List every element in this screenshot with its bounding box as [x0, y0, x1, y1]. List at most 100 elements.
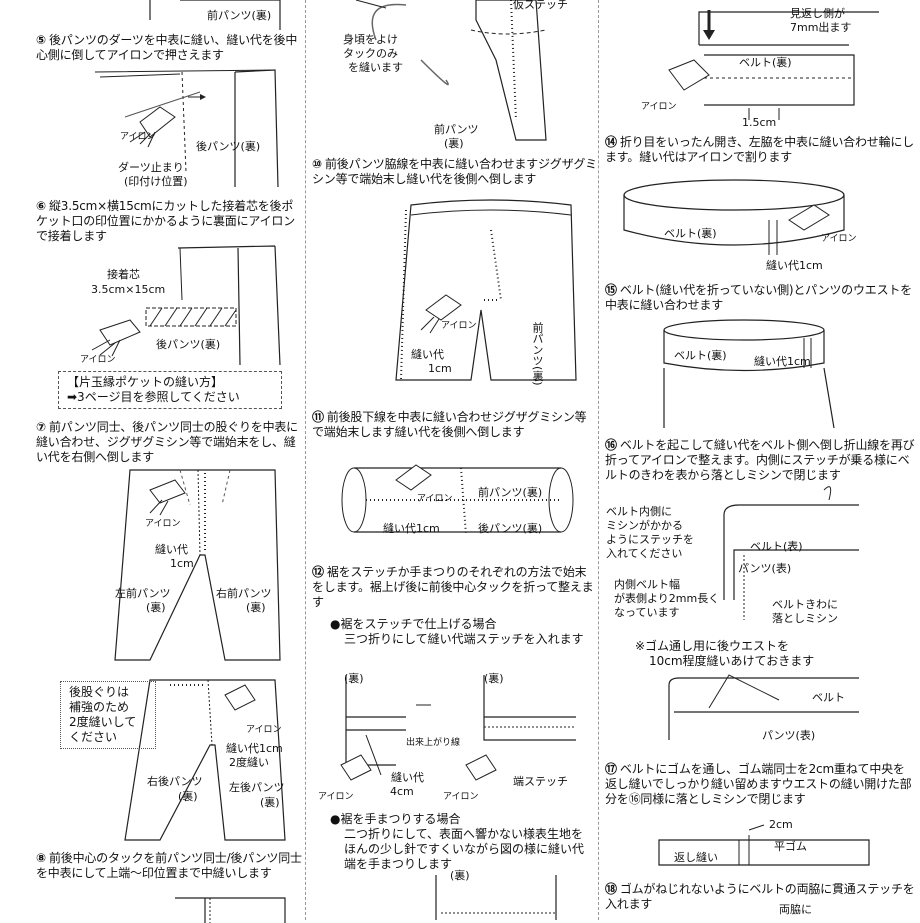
belt-attach-illustration	[599, 318, 920, 428]
double-stitch-label: 2度縫い	[229, 756, 269, 769]
front-pants-sub: (裏)	[444, 137, 464, 150]
reinforce-line: 後股ぐりは	[69, 685, 147, 700]
inner-stitch-label-2: ミシンがかかる	[606, 519, 683, 532]
belt-ring-illustration	[599, 170, 920, 270]
top-front-pants-label: 前パンツ(裏)	[207, 9, 271, 22]
belt-width-label-3: なっています	[614, 606, 679, 619]
left-back-sub: (裏)	[260, 796, 280, 809]
front-pants-label: 前パンツ	[434, 123, 479, 136]
iron-label: アイロン	[443, 791, 479, 804]
inner-stitch-label-3: ようにステッチを	[606, 533, 694, 546]
step-text: 縦3.5cm×横15cmにカットした接着芯を後ポケット口の印位置にかかるように裏…	[36, 199, 295, 243]
seam-allowance-label: 縫い代1cm	[226, 742, 283, 755]
iron-label: アイロン	[417, 493, 453, 506]
step-text: ベルトにゴムを通し、ゴム端同士を2cm重ねて中央を返し縫いでしっかり縫い留めます…	[605, 762, 911, 806]
step-number: ⑱	[605, 882, 617, 896]
belt-label: ベルト(裏)	[739, 56, 792, 69]
step-number: ⑮	[605, 283, 617, 297]
tuck-illustration	[0, 893, 305, 923]
iron-label: アイロン	[246, 724, 282, 737]
step-text: 前後中心のタックを前パンツ同士/後パンツ同士を中表にして上端〜印位置まで中縫いし…	[36, 851, 302, 880]
reinforce-line: 2度縫いして	[69, 715, 147, 730]
edge-stitch-label: 端ステッチ	[513, 775, 568, 788]
edge-stitch-label-2: 落としミシン	[772, 612, 838, 625]
inner-stitch-label-4: 入れてください	[606, 547, 682, 560]
step-number: ⑩	[312, 157, 322, 171]
back-pants-label: 後パンツ(裏)	[478, 522, 542, 535]
step-number: ⑪	[312, 410, 324, 424]
iron-label: アイロン	[120, 131, 156, 144]
step-number: ⑤	[36, 33, 46, 47]
step-number: ⑦	[36, 420, 46, 434]
pocket-note-ref: ➡3ページ目を参照してください	[67, 390, 273, 405]
hem-stitch-body: 三つ折りにして縫い代端ステッチを入れます	[330, 632, 592, 647]
belt-width-label: 内側ベルト幅	[614, 578, 680, 591]
interfacing-label: 接着芯	[107, 268, 140, 281]
reinforce-note: 後股ぐりは 補強のため 2度縫いして ください	[60, 681, 156, 749]
belt-width-label-2: が表側より2mm長く	[614, 592, 719, 605]
step-number: ⑯	[605, 438, 617, 452]
step-text: ゴムがねじれないようにベルトの両脇に貫通ステッチを入れます	[605, 882, 915, 911]
side-seam-illustration	[306, 200, 598, 400]
column-middle: 仮ステッチ 身頃をよけ タックのみ を縫います 前パンツ (裏) ⑩前後パンツ脇…	[306, 0, 598, 920]
pants-label: パンツ(表)	[738, 562, 791, 575]
right-front-sub: (裏)	[246, 601, 266, 614]
reinforce-line: 補強のため	[69, 700, 147, 715]
belt-label: ベルト(裏)	[664, 227, 717, 240]
step-8: ⑧前後中心のタックを前パンツ同士/後パンツ同士を中表にして上端〜印位置まで中縫い…	[36, 851, 304, 881]
back-pants-label: 後パンツ(裏)	[196, 140, 260, 153]
pants-label: パンツ(表)	[762, 729, 815, 742]
front-pants-vertical-label: 前パンツ(裏)	[531, 322, 544, 386]
dart-end-label: ダーツ止まり	[118, 161, 184, 174]
iron-label: アイロン	[318, 791, 354, 804]
step-number: ⑰	[605, 762, 617, 776]
left-back-label: 左後パンツ	[229, 781, 285, 794]
right-back-label: 右後パンツ	[147, 775, 203, 788]
basting-label: 仮ステッチ	[513, 0, 568, 11]
backstitch-label: 返し縫い	[674, 851, 718, 864]
edge-stitch-label: ベルトきわに	[772, 598, 838, 611]
rubber-note-2: 10cm程度縫いあけておきます	[649, 655, 814, 668]
left-front-label: 左前パンツ	[115, 587, 171, 600]
back-pants-label: 後パンツ(裏)	[156, 338, 220, 351]
seam-allowance-label: 縫い代1cm	[754, 355, 811, 368]
hem-handsew-method: ●裾を手まつりする場合 二つ折りにして、表面へ響かない様表生地をほんの少し針です…	[330, 812, 592, 872]
step-7: ⑦前パンツ同士、後パンツ同士の股ぐりを中表に縫い合わせ、ジグザグミシン等で端始末…	[36, 420, 304, 465]
pocket-note-title: 【片玉縁ポケットの縫い方】	[67, 375, 273, 390]
step-number: ⑫	[312, 565, 324, 579]
front-crotch-illustration	[0, 465, 305, 665]
rubber-note: ※ゴム通し用に後ウエストを	[635, 640, 789, 653]
inner-stitch-label: ベルト内側に	[606, 505, 672, 518]
iron-label: アイロン	[80, 354, 116, 367]
step-text: 前パンツ同士、後パンツ同士の股ぐりを中表に縫い合わせ、ジグザグミシン等で端始末を…	[36, 420, 298, 464]
step-number: ⑧	[36, 851, 46, 865]
belt-label: ベルト(裏)	[674, 349, 727, 362]
step-number: ⑭	[605, 135, 617, 149]
elastic-illustration	[599, 820, 920, 880]
elastic-label: 平ゴム	[774, 840, 807, 853]
hem-handsew-body: 二つ折りにして、表面へ響かない様表生地をほんの少し針ですくいながら図の様に縫い代…	[330, 827, 592, 872]
wrong-side-label: (裏)	[484, 672, 504, 685]
seam-allowance-value: 1cm	[170, 557, 194, 570]
step-number: ⑥	[36, 199, 46, 213]
belt-label: ベルト(表)	[750, 540, 803, 553]
step-text: 折り目をいったん開き、左脇を中表に縫い合わせ輪にします。縫い代はアイロンで割りま…	[605, 135, 914, 164]
belt-label: ベルト	[812, 691, 845, 704]
seam-allowance-value: 1cm	[428, 362, 452, 375]
seam-allowance-value: 4cm	[390, 785, 414, 798]
mark-position-label: (印付け位置)	[124, 175, 188, 188]
step-text: 前後股下線を中表に縫い合わせジグザグミシン等で端始末します縫い代を後側へ倒します	[312, 410, 586, 439]
avoid-label: 身頃をよけ	[343, 33, 398, 46]
hem-handsew-title: ●裾を手まつりする場合	[330, 812, 592, 827]
width-label: 1.5cm	[742, 116, 776, 129]
sew-label: を縫います	[348, 61, 403, 74]
seam-allowance-label: 縫い代	[391, 771, 424, 784]
